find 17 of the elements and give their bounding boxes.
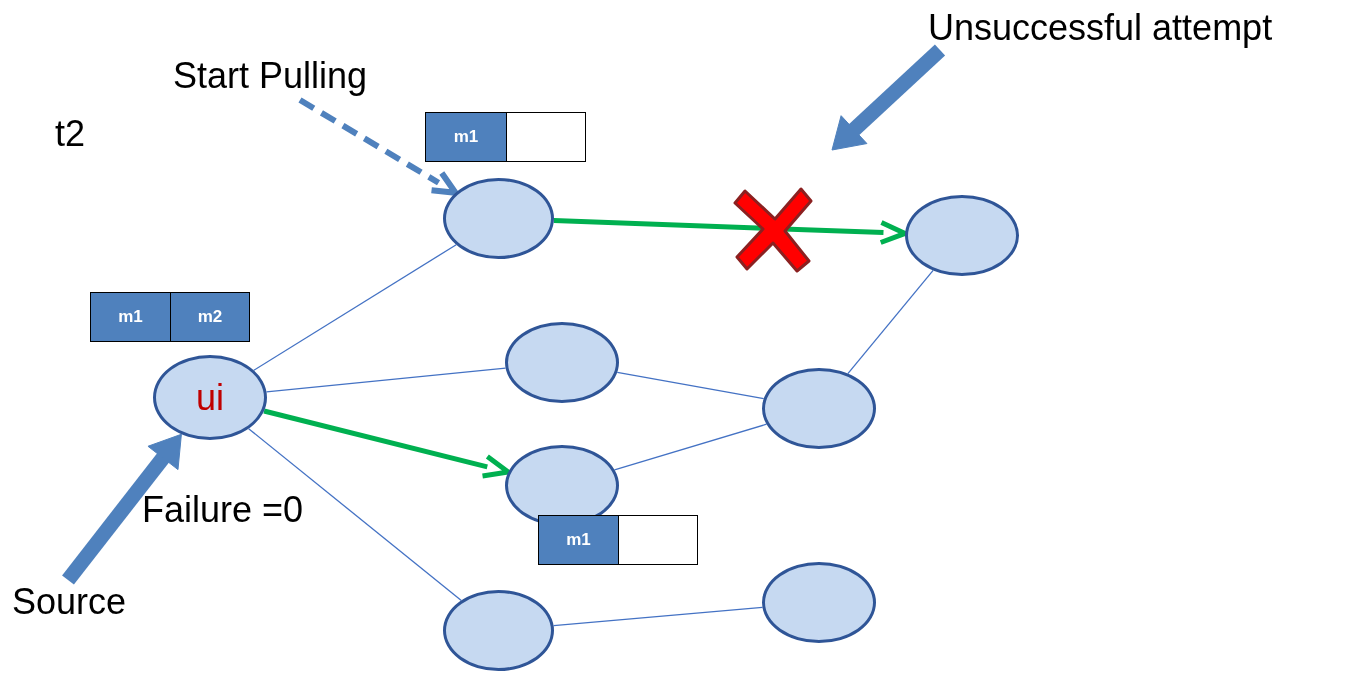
annotation-text: Source xyxy=(12,580,127,624)
connector-line xyxy=(552,606,764,627)
connector-line xyxy=(616,371,765,400)
message-slot: m1 xyxy=(90,292,171,342)
annotation-text: Unsuccessful attempt xyxy=(928,6,1273,50)
connector-line xyxy=(265,367,507,393)
block-arrow xyxy=(831,44,946,151)
annotation-text: t2 xyxy=(55,112,86,156)
node-label: ui xyxy=(196,376,224,419)
message-slot: m1 xyxy=(425,112,507,162)
annotation-text: Failure =0 xyxy=(142,488,304,532)
block-arrow xyxy=(62,433,182,585)
message-slot: m2 xyxy=(170,292,250,342)
connector-line xyxy=(253,244,457,371)
annotation-text: Start Pulling xyxy=(173,54,368,98)
message-slot: m1 xyxy=(538,515,619,565)
connector-line xyxy=(613,423,768,471)
